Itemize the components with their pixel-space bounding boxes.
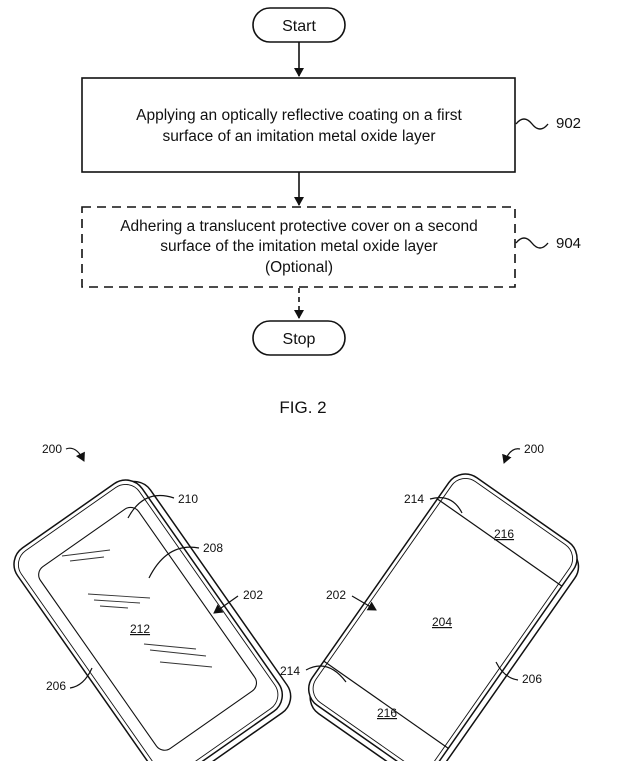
- right-ref-216-bottom: 216: [377, 706, 397, 720]
- left-leader-208: [148, 546, 200, 579]
- right-ref-216-top: 216: [494, 527, 514, 541]
- left-ref-202: 202: [243, 588, 263, 602]
- left-leader-210: [127, 494, 175, 519]
- flowchart: Start Applying an optically reflective c…: [81, 7, 581, 417]
- right-ref-202: 202: [326, 588, 346, 602]
- right-device-body: [307, 473, 578, 761]
- left-device-reflection-lines: [61, 549, 213, 668]
- ref-902: 902: [556, 115, 581, 132]
- left-ref-200: 200: [42, 442, 62, 456]
- left-device-bezel: [17, 483, 279, 761]
- left-device-body: [13, 479, 284, 761]
- step-904-line-3: (Optional): [265, 259, 333, 276]
- left-ref-208: 208: [203, 541, 223, 555]
- right-leader-214-top: [429, 497, 463, 514]
- stop-label: Stop: [283, 331, 316, 348]
- start-label: Start: [282, 18, 316, 35]
- right-ref-214-top: 214: [404, 492, 424, 506]
- left-leader-206: [69, 667, 93, 689]
- step-904-box: Adhering a translucent protective cover …: [81, 206, 516, 288]
- leader-902: [515, 118, 549, 130]
- right-leader-202: [351, 595, 377, 611]
- figure-caption: FIG. 2: [279, 398, 326, 417]
- start-terminal: Start: [252, 7, 346, 43]
- left-ref-206: 206: [46, 679, 66, 693]
- right-ref-200: 200: [524, 442, 544, 456]
- left-ref-212: 212: [130, 622, 150, 636]
- right-ref-204: 204: [432, 615, 452, 629]
- right-ref-206: 206: [522, 672, 542, 686]
- leader-904: [515, 237, 549, 249]
- right-ref-214-bottom: 214: [280, 664, 300, 678]
- right-leader-206: [495, 661, 519, 681]
- step-902-line-2: surface of an imitation metal oxide laye…: [162, 128, 435, 145]
- right-device: 200 214 216 202 204 214 216 206: [280, 442, 580, 761]
- right-device-bezel: [312, 477, 574, 761]
- ref-904: 904: [556, 235, 581, 252]
- right-leader-214-bottom: [305, 665, 347, 683]
- step-902-box: Applying an optically reflective coating…: [81, 77, 516, 173]
- left-device-screen: [38, 506, 258, 751]
- left-device: 200 210 208 202 212 206: [13, 442, 292, 761]
- right-device-top-band-line: [437, 498, 563, 587]
- stop-terminal: Stop: [252, 320, 346, 356]
- left-leader-200: [65, 447, 85, 462]
- right-leader-200: [502, 448, 521, 464]
- step-902-line-1: Applying an optically reflective coating…: [136, 107, 462, 124]
- left-ref-210: 210: [178, 492, 198, 506]
- step-904-line-1: Adhering a translucent protective cover …: [120, 218, 478, 235]
- step-904-line-2: surface of the imitation metal oxide lay…: [160, 238, 437, 255]
- left-leader-202: [213, 595, 239, 614]
- right-device-bottom-band-line: [323, 660, 449, 749]
